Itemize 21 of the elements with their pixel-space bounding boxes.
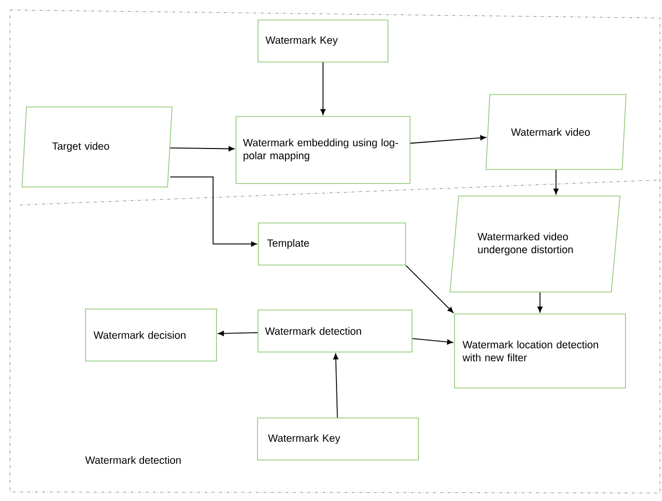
process-box: Watermark embedding using log-polar mapping	[236, 116, 410, 184]
process-box: Template	[258, 222, 406, 266]
arrow	[170, 176, 257, 247]
data-parallelogram: Watermarked video undergone distortion	[450, 196, 620, 292]
arrow	[320, 62, 326, 115]
arrow	[553, 169, 559, 194]
arrow	[333, 354, 338, 418]
process-box: Watermark location detection with new filter	[454, 314, 626, 388]
arrow	[218, 330, 258, 336]
region-label: Watermark detection	[85, 456, 181, 464]
arrow	[410, 135, 486, 144]
arrow	[537, 292, 543, 312]
arrow	[412, 338, 453, 345]
process-box: Watermark decision	[85, 308, 217, 362]
data-parallelogram: Watermark video	[486, 94, 626, 170]
arrow	[405, 264, 454, 313]
arrow	[170, 146, 234, 152]
data-parallelogram: Target video	[22, 106, 172, 188]
process-box: Watermark detection	[258, 310, 412, 352]
process-box: Watermark Key	[257, 418, 419, 460]
process-box: Watermark Key	[258, 20, 388, 62]
